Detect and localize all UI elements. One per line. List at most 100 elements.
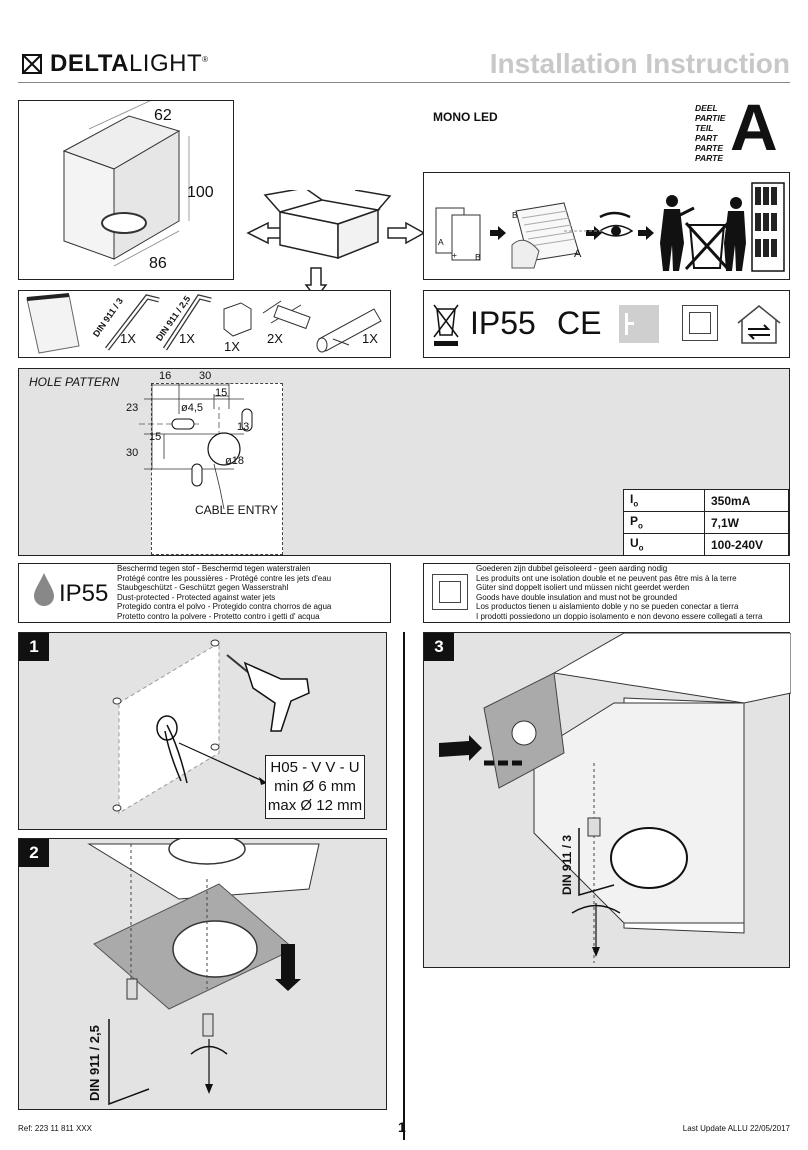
part-labels: DEEL PARTIE TEIL PART PARTE PARTE	[695, 103, 725, 163]
ratings-panel: IP55 CE	[423, 290, 790, 358]
product-name: MONO LED	[433, 110, 498, 124]
registered-mark: ®	[202, 55, 209, 64]
part-label: PART	[695, 133, 718, 143]
step-3-screw-label: DIN 911 / 3	[560, 834, 574, 895]
step-2-plate-illustration	[87, 839, 320, 1106]
class-ii-line: Les produits ont une isolation double et…	[476, 573, 737, 583]
ip55-info-panel: IP55 Beschermd tegen stof - Beschermd te…	[18, 563, 391, 623]
manual-label-a: A	[574, 248, 582, 260]
step-2-screw-label: DIN 911 / 2,5	[87, 1025, 102, 1101]
sheet-label-b: B	[475, 252, 481, 262]
step-1-panel: 1 H05 - V V - U min Ø 6 mm max Ø 12 mm	[18, 632, 387, 830]
fixture-drawing	[62, 101, 190, 267]
package-box-icon	[263, 190, 392, 260]
hole-pattern-drawing	[139, 383, 253, 510]
dim-15-top: 15	[215, 387, 228, 399]
dim-hole-18: ø18	[225, 455, 244, 467]
ip55-line: Staubgeschützt - Geschützt gegen Wassers…	[117, 583, 289, 592]
page-title: Installation Instruction	[489, 48, 790, 79]
brand-logo: DELTALIGHT®	[22, 50, 209, 78]
electrical-specs-table: Io 350mA Po 7,1W Uo 100-240V	[623, 489, 789, 556]
class-ii-line: Güter sind doppelt isoliert und müssen n…	[476, 583, 690, 592]
contents-qty: 2X	[267, 331, 283, 346]
deltalight-logo-icon	[22, 54, 42, 74]
step-1-drilling-illustration	[112, 639, 310, 814]
sheet-label-a: A	[438, 237, 444, 247]
ip55-description: Beschermd tegen stof - Beschermd tegen w…	[117, 564, 331, 621]
class-ii-icon	[432, 574, 468, 610]
step-number: 1	[19, 633, 49, 661]
unpack-panel: A B + B A	[423, 172, 790, 280]
ip55-line: Dust-protected - Protected against water…	[117, 592, 276, 602]
water-drop-icon	[34, 573, 54, 606]
dim-30-vertical: 30	[126, 447, 139, 459]
brand-prefix: DELTA	[50, 50, 129, 77]
spec-value: 7,1W	[704, 511, 789, 534]
weee-bin-icon	[433, 304, 459, 346]
contents-illustration	[26, 293, 382, 354]
ip55-line: Protégé contre les poussières - Protégé …	[117, 573, 332, 583]
package-contents-panel: DIN 911 / 3 1X DIN 911 / 2,5 1X 1X 2X 1X	[18, 290, 391, 358]
indoor-use-icon	[737, 305, 781, 344]
part-label: DEEL	[695, 103, 718, 113]
spec-row: Io 350mA	[623, 489, 789, 512]
spec-value: 350mA	[704, 489, 789, 512]
class-ii-info-panel: Goederen zijn dubbel geïsoleerd - geen a…	[423, 563, 790, 623]
dim-15-left: 15	[149, 431, 162, 443]
ip55-line: Protegido contra el polvo - Protegido co…	[117, 602, 332, 611]
dim-13: 13	[237, 421, 250, 433]
cable-spec-box: H05 - V V - U min Ø 6 mm max Ø 12 mm	[265, 755, 365, 819]
spec-row: Uo 100-240V	[623, 533, 789, 556]
dim-height: 100	[187, 184, 214, 201]
class-ii-line: I prodotti possiedono un doppio isolamen…	[476, 611, 763, 621]
spec-value: 100-240V	[704, 533, 789, 556]
ce-mark: CE	[557, 305, 602, 341]
manual-label-b: B	[512, 210, 518, 220]
ip-rating-label: IP55	[470, 305, 536, 341]
dim-23: 23	[126, 402, 139, 414]
part-label: PARTE	[695, 143, 724, 153]
dim-16: 16	[159, 370, 172, 382]
class-ii-description: Goederen zijn dubbel geïsoleerd - geen a…	[476, 564, 762, 621]
cable-entry-label: CABLE ENTRY	[195, 503, 279, 517]
class-ii-line: Los productos tienen u aislamiento doble…	[476, 602, 739, 611]
spec-symbol: Uo	[623, 533, 705, 556]
ip55-line: Protetto contro la polvere - Protetto co…	[117, 611, 320, 621]
unpack-illustration	[435, 182, 785, 272]
dim-width: 62	[154, 107, 172, 124]
contents-qty: 1X	[362, 331, 378, 346]
part-label: PARTIE	[695, 113, 726, 123]
dim-30: 30	[199, 370, 212, 382]
class-ii-line: Goods have double insulation and must no…	[476, 592, 678, 602]
column-divider	[403, 632, 405, 1140]
cable-type: H05 - V V - U	[270, 759, 360, 776]
reference-number: Ref: 223 11 811 XXX	[18, 1124, 92, 1133]
cable-max: max Ø 12 mm	[267, 797, 363, 814]
spec-symbol: Po	[623, 511, 705, 534]
last-update: Last Update ALLU 22/05/2017	[682, 1124, 790, 1133]
step-number: 3	[424, 633, 454, 661]
part-letter: A	[730, 90, 778, 164]
spec-symbol: Io	[623, 489, 705, 512]
ip55-line: Beschermd tegen stof - Beschermd tegen w…	[117, 564, 311, 573]
contents-qty: 1X	[224, 339, 240, 354]
step-number: 2	[19, 839, 49, 867]
step-3-mount-illustration	[439, 633, 791, 963]
hole-pattern-panel: HOLE PATTERN 16 30 15 23 ø4,5 13 15 30 ø…	[18, 368, 790, 556]
part-label: PARTE	[695, 153, 724, 163]
contents-qty: 1X	[179, 331, 195, 346]
brand-suffix: LIGHT	[128, 50, 203, 77]
dim-hole-4-5: ø4,5	[181, 402, 204, 414]
page-number: 1	[398, 1119, 406, 1135]
part-label: TEIL	[695, 123, 714, 133]
class-marker-icon	[619, 305, 659, 343]
contents-qty: 1X	[120, 331, 136, 346]
cable-min: min Ø 6 mm	[274, 778, 356, 795]
ip55-label: IP55	[59, 580, 109, 607]
sheet-plus: +	[452, 250, 457, 260]
step-2-panel: 2 DIN 911 / 2,5	[18, 838, 387, 1110]
dim-depth: 86	[149, 255, 167, 272]
spec-row: Po 7,1W	[623, 511, 789, 534]
header-divider	[18, 82, 790, 83]
dimensions-panel: 62 100 86	[18, 100, 234, 280]
